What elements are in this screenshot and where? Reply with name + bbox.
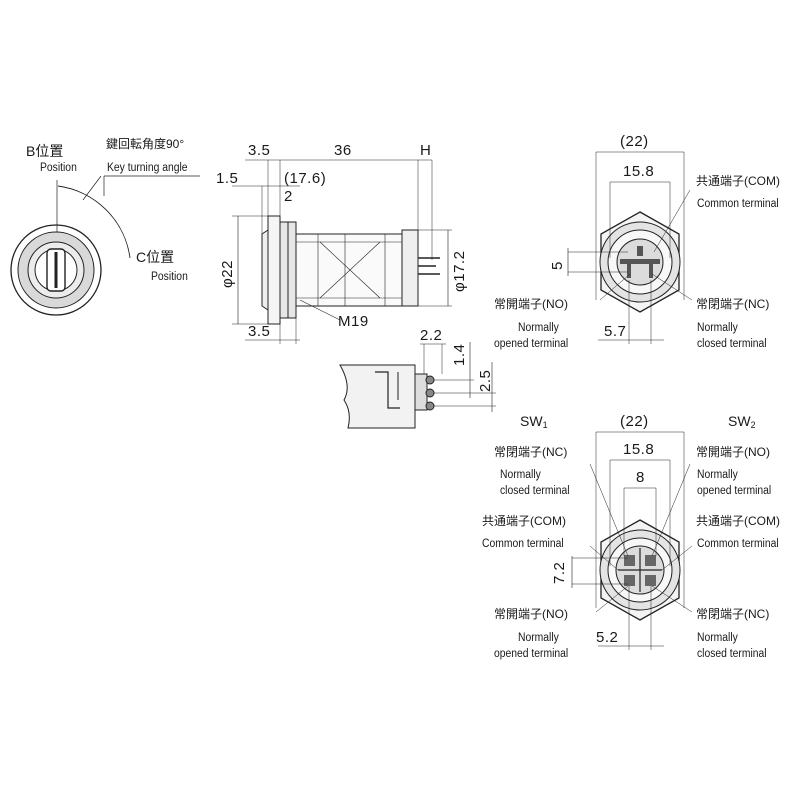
- single-no-jp: 常開端子(NO): [494, 297, 568, 311]
- double-dim-7-2: 7.2: [551, 561, 568, 584]
- sw1-label: SW1: [520, 413, 548, 430]
- side-view: [232, 159, 452, 344]
- dim-h: H: [420, 142, 432, 159]
- left-nc-en-1: Normally: [500, 469, 541, 481]
- dim-17-6: (17.6): [284, 170, 327, 187]
- double-dim-22: (22): [620, 413, 649, 430]
- dim-2: 2: [284, 188, 293, 205]
- rear-view-double: [571, 431, 693, 650]
- c-position-jp: C位置: [136, 249, 175, 265]
- double-dim-5-2: 5.2: [596, 629, 619, 646]
- single-no-en-1: Normally: [518, 322, 559, 334]
- sw2-label: SW2: [728, 413, 756, 430]
- left-nc-en-2: closed terminal: [500, 485, 570, 497]
- double-dim-15-8: 15.8: [623, 441, 655, 458]
- b-position-jp: B位置: [26, 143, 64, 159]
- dim-phi22: φ22: [219, 260, 236, 288]
- dim-3-5-bottom: 3.5: [248, 323, 271, 340]
- key-front-view: [10, 175, 200, 316]
- dim-3-5-top: 3.5: [248, 142, 271, 159]
- right-no-en-1: Normally: [697, 469, 738, 481]
- right-com-en: Common terminal: [697, 538, 779, 550]
- turning-angle-en: Key turning angle: [107, 162, 188, 174]
- single-nc-jp: 常閉端子(NC): [696, 297, 770, 311]
- single-nc-en-1: Normally: [697, 322, 738, 334]
- single-dim-5: 5: [549, 261, 566, 270]
- single-dim-15-8: 15.8: [623, 163, 655, 180]
- turning-angle-jp: 鍵回転角度90°: [106, 137, 185, 151]
- double-dim-8: 8: [636, 469, 645, 486]
- right-com-jp: 共通端子(COM): [696, 514, 780, 528]
- single-no-en-2: opened terminal: [494, 338, 569, 350]
- right-nc-en-1: Normally: [697, 632, 738, 644]
- dim-1-4: 1.4: [451, 343, 468, 366]
- right-nc-en-2: closed terminal: [697, 648, 767, 660]
- b-position-en: Position: [40, 162, 77, 174]
- left-com-en: Common terminal: [482, 538, 564, 550]
- left-com-jp: 共通端子(COM): [482, 514, 566, 528]
- left-no-en-1: Normally: [518, 632, 559, 644]
- single-dim-22: (22): [620, 133, 649, 150]
- thread-m19: M19: [338, 313, 369, 330]
- single-com-jp: 共通端子(COM): [696, 174, 780, 188]
- dim-2-2: 2.2: [420, 327, 443, 344]
- rear-view-single: [567, 151, 693, 344]
- single-nc-en-2: closed terminal: [697, 338, 767, 350]
- dim-phi17-2: φ17.2: [451, 250, 468, 292]
- right-no-jp: 常開端子(NO): [696, 445, 770, 459]
- dim-2-5: 2.5: [477, 369, 494, 392]
- dim-1-5: 1.5: [216, 170, 239, 187]
- terminal-detail: [339, 342, 496, 429]
- dim-36: 36: [334, 142, 352, 159]
- left-no-jp: 常開端子(NO): [494, 607, 568, 621]
- c-position-en: Position: [151, 271, 188, 283]
- single-com-en: Common terminal: [697, 198, 779, 210]
- single-dim-5-7: 5.7: [604, 323, 627, 340]
- left-nc-jp: 常閉端子(NC): [494, 445, 568, 459]
- right-no-en-2: opened terminal: [697, 485, 772, 497]
- left-no-en-2: opened terminal: [494, 648, 569, 660]
- right-nc-jp: 常閉端子(NC): [696, 607, 770, 621]
